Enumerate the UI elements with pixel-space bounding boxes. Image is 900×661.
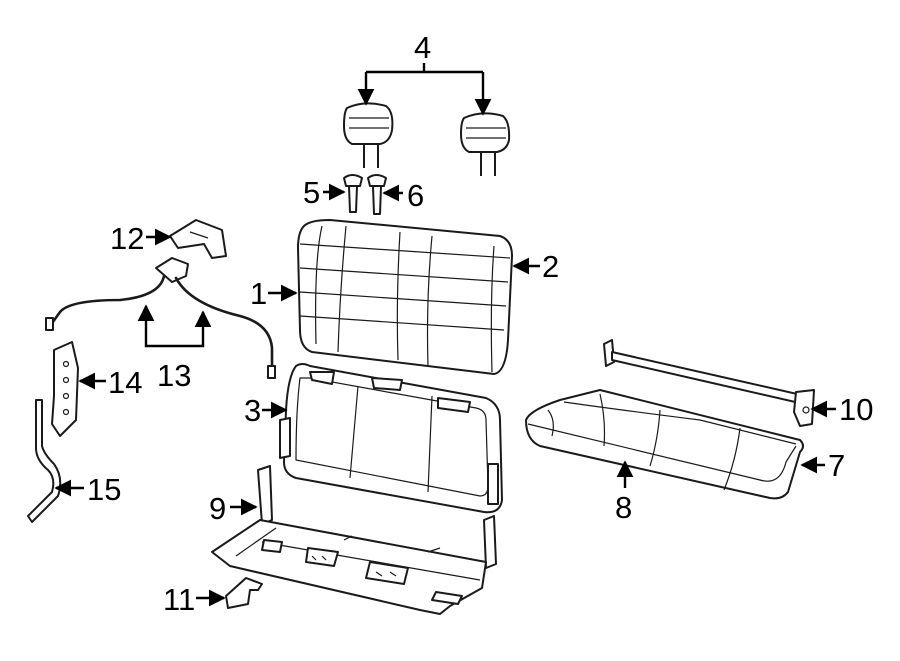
headrest-left — [343, 102, 394, 168]
callout-13: 13 — [157, 358, 191, 393]
seat-back-frame — [279, 363, 503, 514]
callout-7: 7 — [828, 448, 845, 483]
callout-12: 12 — [110, 221, 144, 256]
leader-lines — [54, 63, 836, 607]
callout-9: 9 — [209, 491, 226, 526]
callout-11: 11 — [163, 582, 195, 617]
headrest-guide-5 — [343, 174, 363, 213]
callout-10: 10 — [839, 392, 873, 427]
callout-5: 5 — [303, 175, 320, 210]
headrest-right — [460, 112, 511, 176]
callout-3: 3 — [244, 393, 261, 428]
callout-6: 6 — [407, 178, 424, 213]
rod-15 — [27, 399, 62, 523]
seat-cushion — [525, 389, 804, 500]
callout-15: 15 — [87, 472, 121, 507]
callout-8: 8 — [615, 490, 632, 525]
seat-frame — [211, 465, 497, 615]
callout-2: 2 — [542, 249, 559, 284]
callout-1: 1 — [250, 276, 267, 311]
wiring-harness — [45, 257, 276, 379]
callout-4: 4 — [414, 30, 431, 65]
bracket-11 — [225, 577, 263, 609]
headrest-guide-6 — [367, 174, 387, 215]
clip-12 — [169, 219, 227, 259]
callout-14: 14 — [108, 365, 142, 400]
seat-back — [297, 219, 513, 375]
callout-labels: 1 2 3 4 5 6 7 8 9 10 11 12 13 14 15 — [87, 30, 873, 617]
bracket-14 — [51, 341, 79, 437]
support-rod — [603, 339, 815, 427]
